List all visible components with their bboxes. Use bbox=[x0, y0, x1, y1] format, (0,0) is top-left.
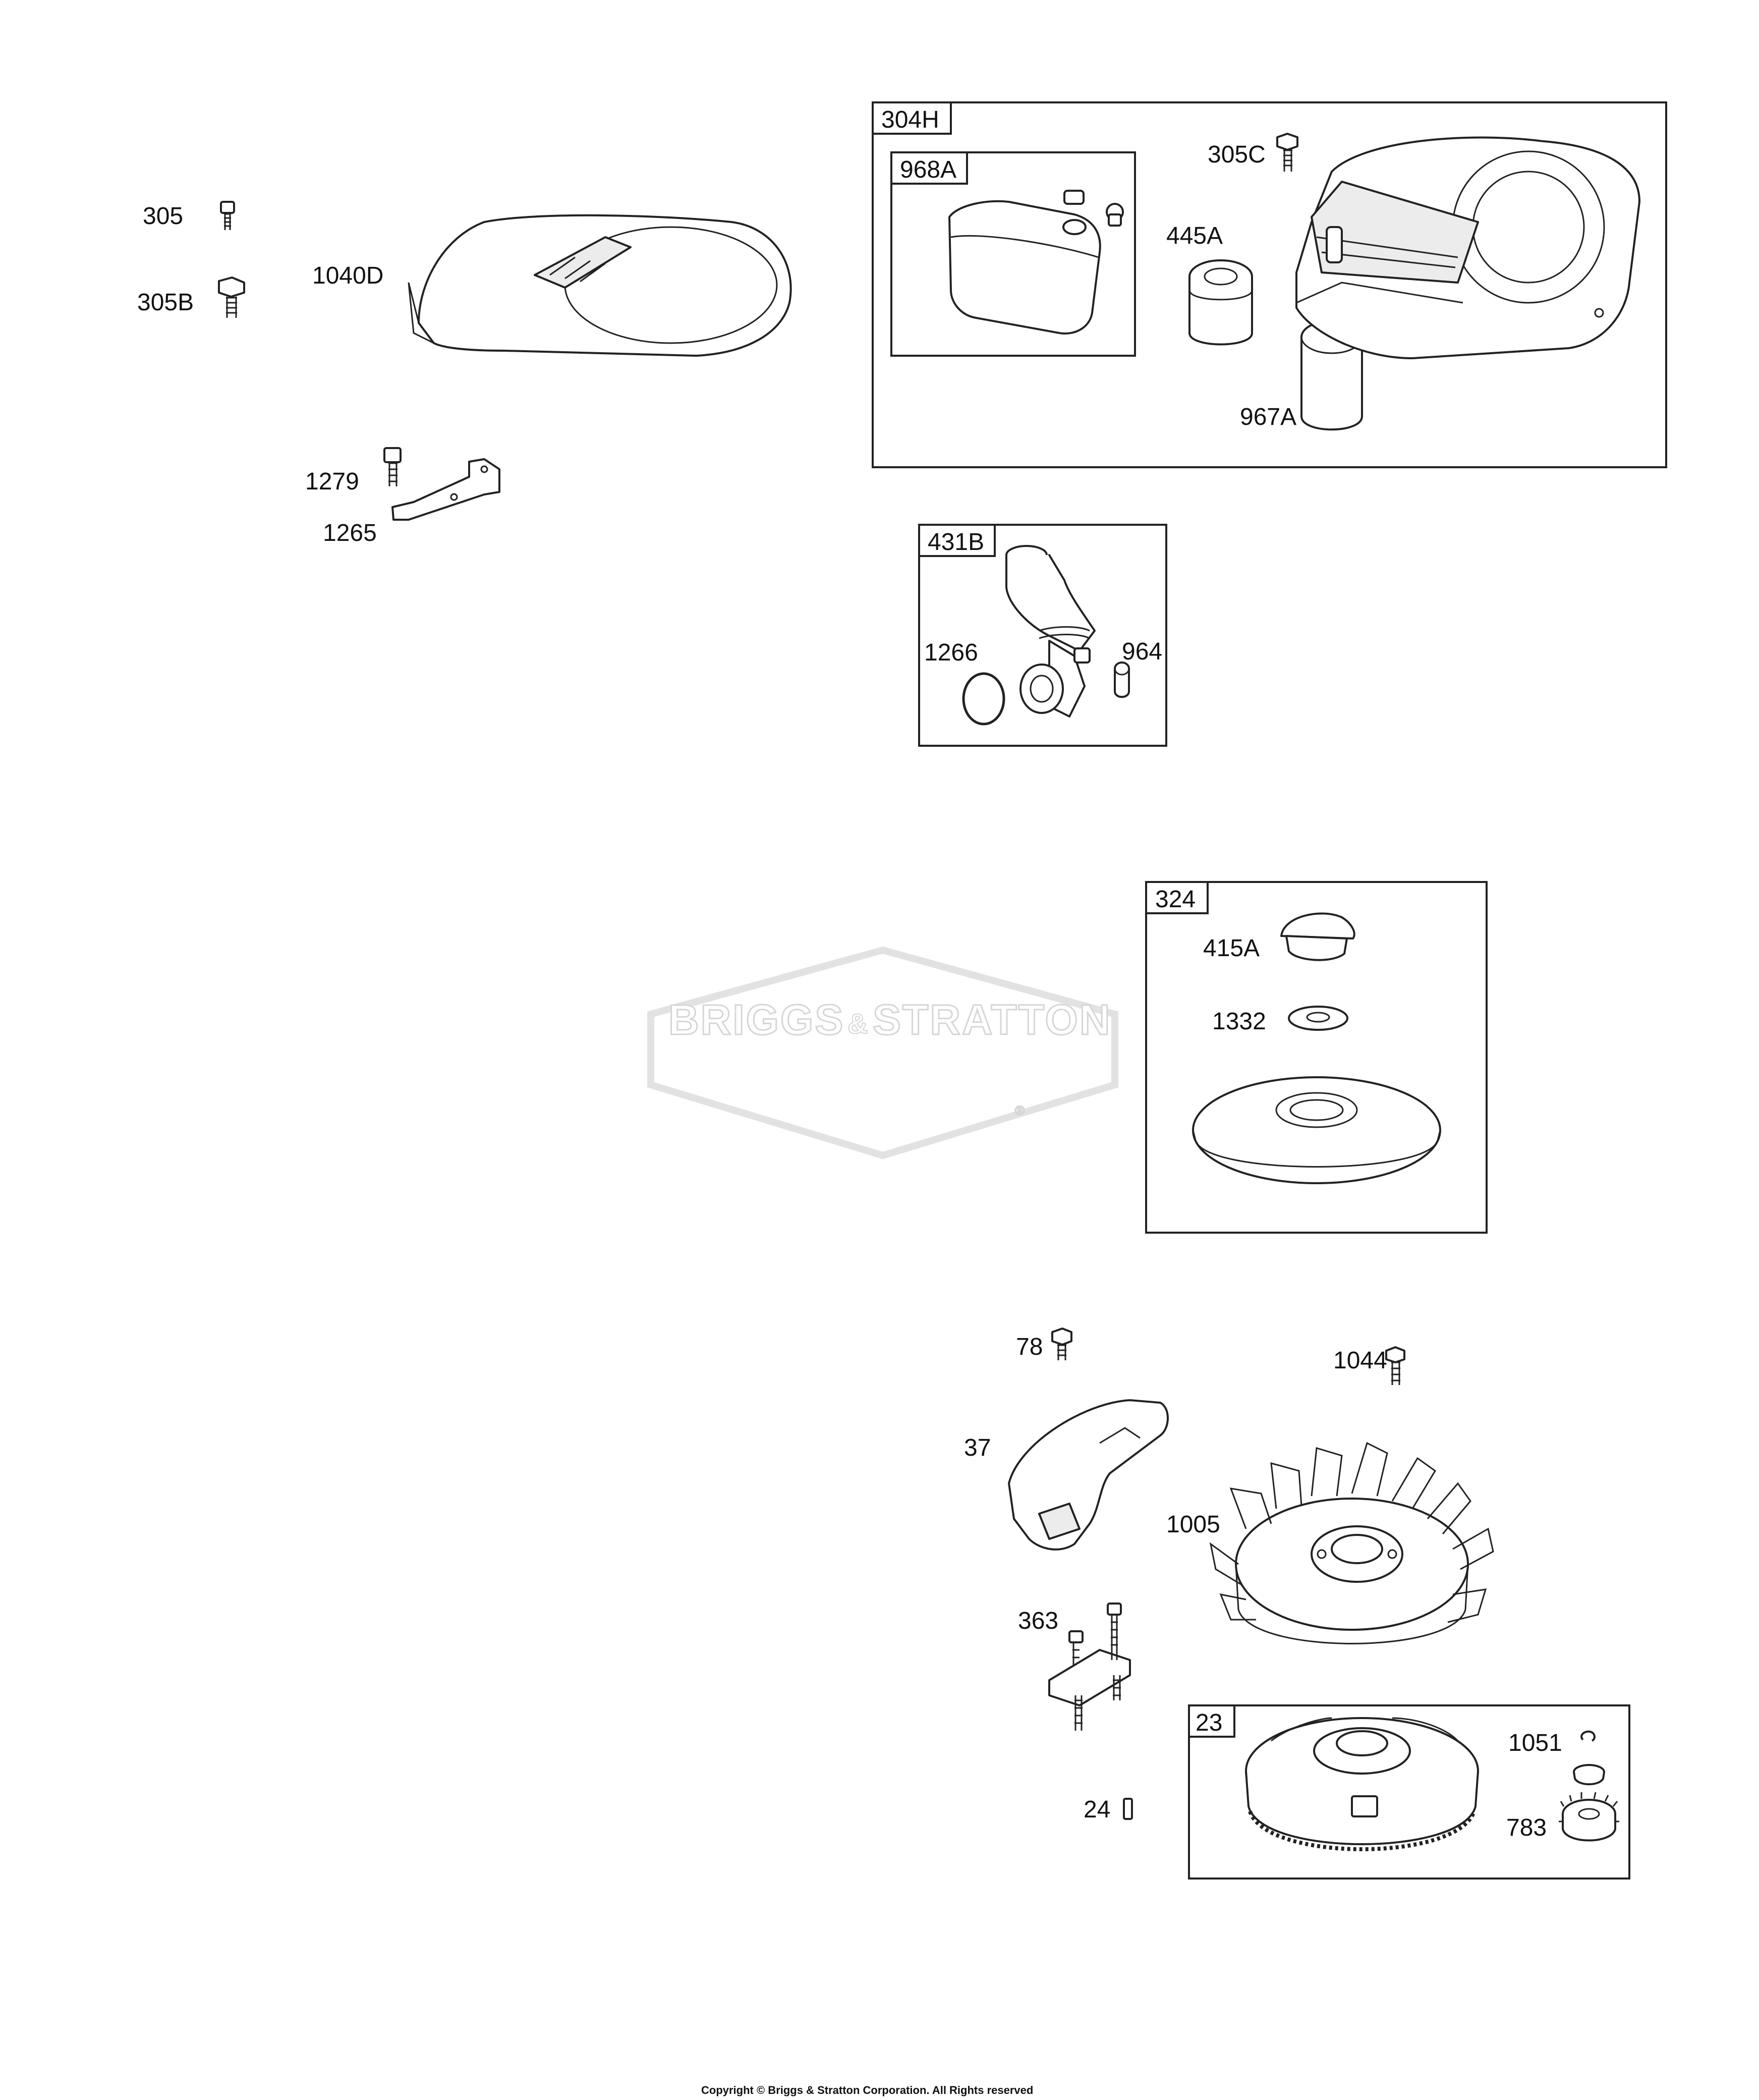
part-label-1044: 1044 bbox=[1333, 1347, 1387, 1374]
clamp-363-icon bbox=[1048, 1602, 1131, 1731]
screw-78-icon bbox=[1051, 1328, 1072, 1360]
screen-324-icon bbox=[1192, 1076, 1441, 1184]
sleeve-964-icon bbox=[1114, 661, 1130, 698]
screw-305C-icon bbox=[1276, 133, 1298, 172]
part-label-1051: 1051 bbox=[1508, 1730, 1562, 1756]
o-ring-1266-icon bbox=[962, 672, 1005, 726]
part-label-1332: 1332 bbox=[1212, 1008, 1266, 1035]
group-23: 23 bbox=[1188, 1704, 1630, 1880]
gear-783-icon bbox=[1559, 1792, 1619, 1842]
group-968A: 968A bbox=[890, 151, 1136, 357]
blower-housing-icon bbox=[1295, 136, 1640, 359]
part-label-783: 783 bbox=[1506, 1814, 1547, 1841]
group-label-324: 324 bbox=[1155, 886, 1196, 913]
part-label-363: 363 bbox=[1018, 1608, 1058, 1634]
group-label-431B: 431B bbox=[928, 529, 984, 556]
clip-1051-icon bbox=[1580, 1730, 1596, 1742]
brand-watermark: BRIGGS & STRATTON ® bbox=[647, 946, 1118, 1159]
flywheel-guard-37-icon bbox=[1008, 1399, 1169, 1551]
flywheel-23-icon bbox=[1245, 1717, 1479, 1851]
bolt-305B-icon bbox=[218, 277, 245, 318]
part-label-964: 964 bbox=[1122, 638, 1162, 665]
air-filter-445A-icon bbox=[1188, 259, 1253, 346]
watermark-amp: & bbox=[847, 1008, 868, 1039]
watermark-brand: BRIGGS bbox=[668, 996, 844, 1043]
washer-1332-icon bbox=[1288, 1006, 1348, 1031]
part-label-445A: 445A bbox=[1166, 223, 1223, 249]
part-label-305: 305 bbox=[143, 203, 183, 230]
part-label-1040D: 1040D bbox=[312, 262, 383, 289]
washer-cap-icon bbox=[1573, 1764, 1605, 1786]
watermark-brand2: STRATTON bbox=[873, 996, 1112, 1043]
group-label-23: 23 bbox=[1196, 1709, 1222, 1736]
bolt-1044-icon bbox=[1385, 1346, 1405, 1385]
part-label-1266: 1266 bbox=[924, 639, 978, 666]
part-label-1279: 1279 bbox=[305, 468, 359, 495]
part-label-78: 78 bbox=[1016, 1334, 1043, 1360]
elbow-tube-icon bbox=[1005, 545, 1096, 717]
bracket-1265-icon bbox=[391, 458, 500, 521]
group-324: 324 bbox=[1145, 881, 1488, 1234]
fan-1005-icon bbox=[1209, 1442, 1494, 1644]
group-label-304H: 304H bbox=[881, 106, 939, 133]
part-label-415A: 415A bbox=[1203, 935, 1260, 962]
group-label-968A: 968A bbox=[900, 156, 956, 183]
air-cleaner-cover-968A-icon bbox=[948, 190, 1124, 335]
bolt-1279-icon bbox=[383, 447, 402, 486]
part-label-24: 24 bbox=[1084, 1796, 1110, 1823]
part-label-1265: 1265 bbox=[323, 520, 377, 546]
group-304H: 304H bbox=[872, 101, 1667, 468]
copyright-notice: Copyright © Briggs & Stratton Corporatio… bbox=[701, 2084, 1033, 2096]
part-label-1005: 1005 bbox=[1166, 1511, 1220, 1538]
part-label-305B: 305B bbox=[137, 289, 194, 316]
part-label-305C: 305C bbox=[1208, 141, 1266, 168]
cap-415A-icon bbox=[1280, 912, 1355, 961]
part-label-967A: 967A bbox=[1240, 404, 1296, 430]
key-24-icon bbox=[1123, 1798, 1133, 1820]
screw-305-icon bbox=[220, 201, 235, 230]
group-431B: 431B bbox=[918, 524, 1167, 747]
watermark-reg: ® bbox=[1015, 1103, 1025, 1118]
part-label-37: 37 bbox=[964, 1434, 991, 1461]
blower-cover-1040D-icon bbox=[408, 214, 792, 357]
